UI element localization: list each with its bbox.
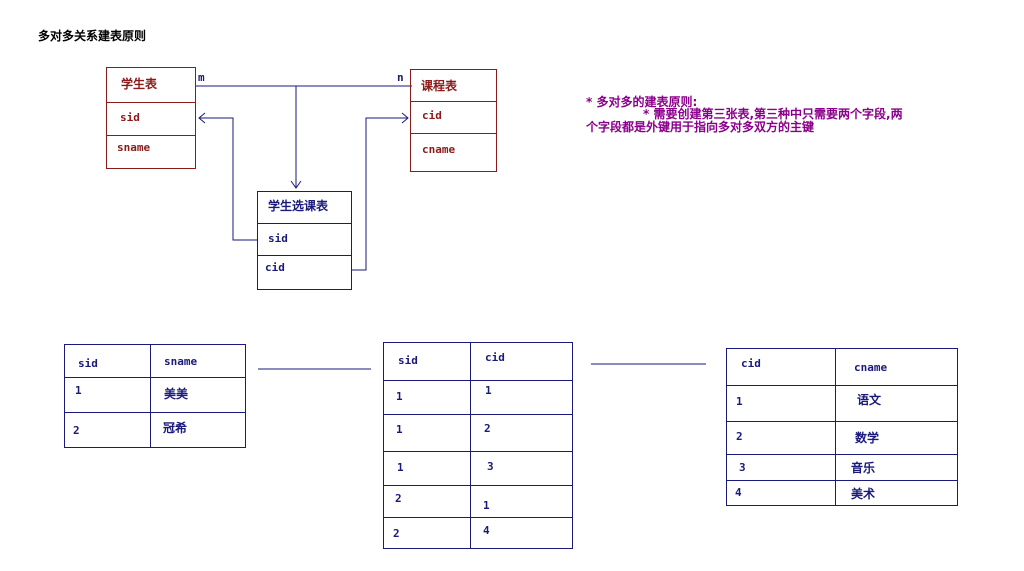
entity-selection-field-sid: sid	[268, 232, 288, 245]
table-cell: 2	[395, 492, 402, 505]
table-cell: 3	[487, 460, 494, 473]
table-cell: 1	[396, 423, 403, 436]
entity-selection: 学生选课表 sid cid	[257, 191, 352, 290]
table-cell: 1	[75, 384, 82, 397]
table-cell: 1	[736, 395, 743, 408]
table-cell: 2	[393, 527, 400, 540]
page-title: 多对多关系建表原则	[38, 29, 147, 43]
table-header: cname	[854, 361, 888, 374]
entity-selection-title: 学生选课表	[268, 199, 329, 213]
table-header: sid	[78, 357, 98, 370]
entity-course-field-cname: cname	[422, 143, 456, 156]
entity-course: 课程表 cid cname	[410, 69, 497, 172]
selection-data-table: sid cid 1 1 1 2 1 3 2 1 2 4	[383, 342, 573, 549]
course-data-table: cid cname 1 语文 2 数学 3 音乐 4 美术	[726, 348, 958, 506]
entity-student: 学生表 sid sname	[106, 67, 196, 169]
cardinality-m: m	[198, 71, 205, 84]
table-cell: 1	[397, 461, 404, 474]
table-cell: 1	[483, 499, 490, 512]
table-cell: 音乐	[851, 461, 876, 475]
table-cell: 美术	[851, 487, 876, 501]
cid-foreign-key-line	[352, 117, 408, 271]
entity-course-field-cid: cid	[422, 109, 442, 122]
table-cell: 3	[739, 461, 746, 474]
table-header: cid	[485, 351, 505, 364]
sid-foreign-key-line	[199, 117, 258, 241]
entity-student-field-sid: sid	[120, 111, 140, 124]
down-arrow-head	[290, 180, 302, 189]
table-cell: 2	[73, 424, 80, 437]
cardinality-n: n	[397, 71, 404, 84]
entity-course-title: 课程表	[421, 79, 458, 93]
table-header: sname	[164, 355, 198, 368]
student-data-table: sid sname 1 美美 2 冠希	[64, 344, 246, 448]
table-cell: 2	[736, 430, 743, 443]
table-cell: 4	[735, 486, 742, 499]
note-line-2: * 需要创建第三张表,第三种中只需要两个字段,两	[643, 107, 903, 121]
table-header: cid	[741, 357, 761, 370]
note-line-3: 个字段都是外键用于指向多对多双方的主键	[586, 120, 815, 134]
table-cell: 美美	[164, 387, 189, 401]
table-cell: 1	[485, 384, 492, 397]
table-cell: 数学	[855, 431, 880, 445]
cid-arrow-head	[401, 112, 409, 124]
sid-arrow-head	[198, 112, 206, 124]
entity-student-title: 学生表	[121, 77, 158, 91]
entity-student-field-sname: sname	[117, 141, 151, 154]
entity-selection-field-cid: cid	[265, 261, 285, 274]
table-cell: 语文	[857, 393, 882, 407]
table-cell: 冠希	[163, 421, 188, 435]
table-cell: 4	[483, 524, 490, 537]
table-cell: 2	[484, 422, 491, 435]
table-cell: 1	[396, 390, 403, 403]
note-line-1: * 多对多的建表原则:	[586, 95, 698, 109]
table-header: sid	[398, 354, 418, 367]
